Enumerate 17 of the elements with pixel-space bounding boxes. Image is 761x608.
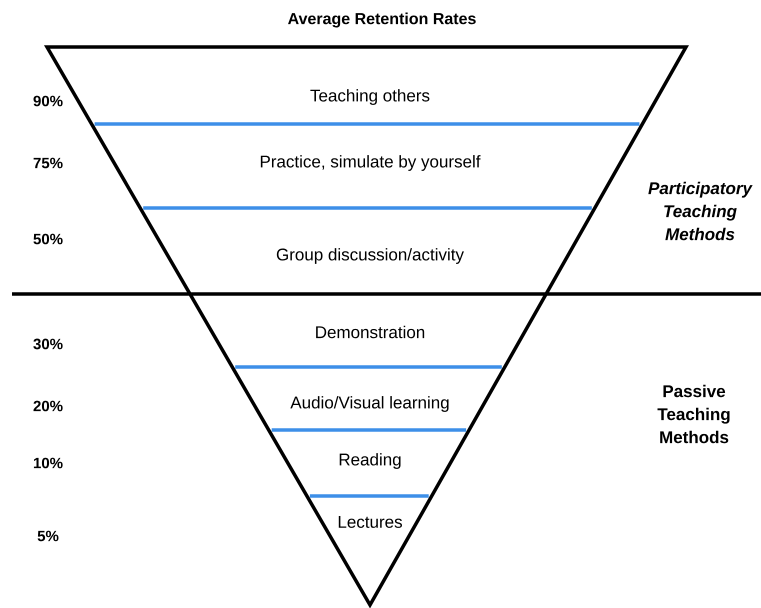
percentage-label: 20%: [34, 400, 63, 412]
band-label: Lectures: [338, 516, 402, 528]
percentage-label: 90%: [34, 96, 63, 106]
band-label: Audio/Visual learning: [290, 396, 449, 412]
band-label: Reading: [340, 453, 401, 469]
band-label: Practice, simulate by yourself: [260, 155, 481, 171]
title: Average Retention Rates: [288, 12, 476, 28]
percentage-label: 75%: [34, 158, 63, 168]
percentage-label: 10%: [34, 458, 63, 468]
percentage-label: 30%: [33, 338, 63, 350]
band-label: Demonstration: [316, 326, 424, 338]
band-label: Group discussion/activity: [276, 248, 464, 264]
category-label: Participatory Teaching Methods: [648, 182, 753, 240]
category-label: Passive Teaching Methods: [658, 384, 730, 444]
percentage-label: 5%: [38, 530, 58, 542]
percentage-label: 50%: [33, 234, 63, 244]
band-label: Teaching others: [310, 89, 430, 105]
